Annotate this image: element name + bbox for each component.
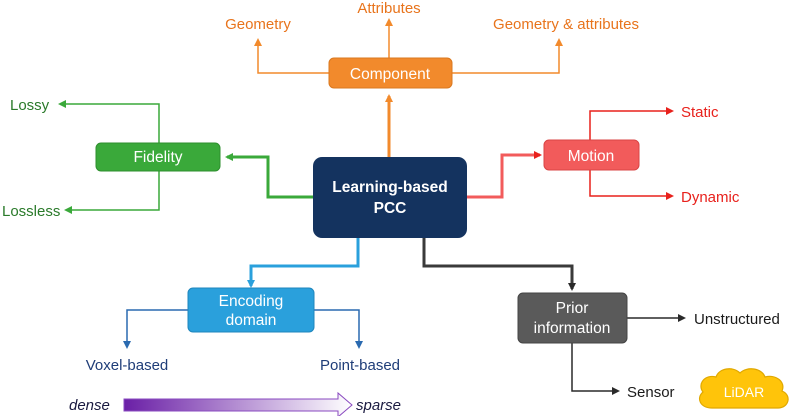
center-to-encoding-arrow (247, 238, 360, 288)
motion-box (543, 139, 640, 171)
encoding-box (187, 287, 315, 333)
lossy-arrow (58, 100, 160, 143)
prior-label-line2: information (534, 320, 611, 337)
prior-label-line1: Prior (556, 300, 589, 317)
center-to-prior-arrow (422, 238, 576, 291)
center-to-motion-arrow (467, 151, 542, 199)
center-node: Learning-based PCC (313, 157, 467, 238)
encoding-label-line1: Encoding (219, 293, 284, 310)
sensor-arrow (571, 343, 620, 395)
voxel-based-label: Voxel-based (86, 357, 169, 374)
center-title-line2: PCC (374, 200, 407, 217)
dynamic-arrow (589, 170, 674, 200)
density-gradient-arrow: dense sparse (69, 391, 401, 416)
fidelity-connectors (58, 100, 313, 214)
point-based-label: Point-based (320, 357, 400, 374)
center-to-fidelity-arrow (225, 153, 313, 199)
dynamic-label: Dynamic (681, 189, 740, 206)
encoding-label-line2: domain (226, 312, 277, 329)
geometry-attributes-label: Geometry & attributes (493, 16, 639, 33)
lossless-label: Lossless (2, 203, 60, 220)
cloud-icon (699, 368, 789, 409)
component-connectors (254, 18, 563, 157)
lidar-cloud-badge: LiDAR (699, 368, 789, 409)
component-node: Component (328, 57, 453, 89)
unstructured-label: Unstructured (694, 311, 780, 328)
sensor-label: Sensor (627, 384, 675, 401)
motion-node: Motion (543, 139, 640, 171)
fidelity-label: Fidelity (133, 149, 182, 166)
static-label: Static (681, 104, 719, 121)
component-box (328, 57, 453, 89)
geometry-arrow (254, 38, 329, 74)
attributes-label: Attributes (357, 0, 420, 17)
center-title-line1: Learning-based (332, 179, 447, 196)
encoding-connectors (123, 238, 363, 349)
prior-node: Prior information (517, 292, 628, 344)
point-arrow (314, 309, 363, 349)
geometry-label: Geometry (225, 16, 291, 33)
fidelity-box (95, 142, 221, 172)
center-box (313, 157, 467, 238)
motion-connectors (467, 107, 674, 200)
lossless-arrow (64, 171, 160, 214)
lidar-label: LiDAR (724, 384, 764, 400)
prior-connectors (422, 238, 686, 395)
geometry-attributes-arrow (452, 38, 563, 74)
motion-label: Motion (568, 148, 615, 165)
sparse-label: sparse (356, 397, 401, 414)
fidelity-node: Fidelity (95, 142, 221, 172)
voxel-arrow (123, 309, 188, 349)
gradient-arrow-shape (123, 391, 353, 416)
static-arrow (589, 107, 674, 140)
encoding-node: Encoding domain (187, 287, 315, 333)
lossy-label: Lossy (10, 97, 50, 114)
prior-box (517, 292, 628, 344)
dense-label: dense (69, 397, 110, 414)
component-label: Component (350, 66, 431, 83)
